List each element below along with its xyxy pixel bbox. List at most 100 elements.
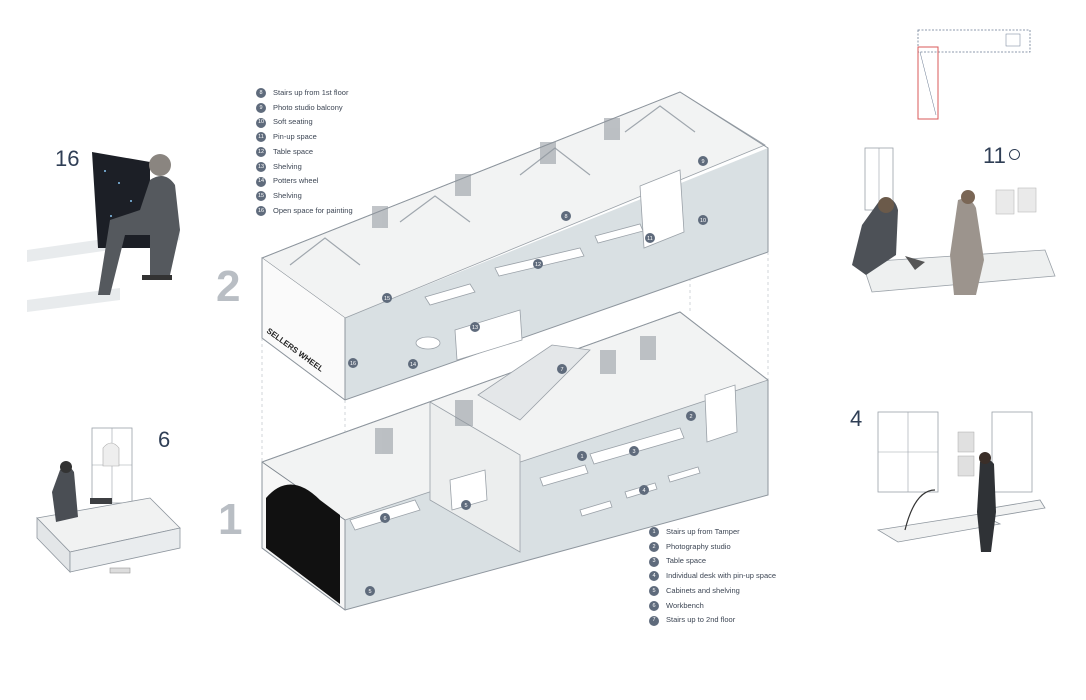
lower-windows [375,336,656,454]
legend-item: 7 Stairs up to 2nd floor [649,613,776,628]
legend-label: Pin-up space [273,132,317,142]
legend-marker: 8 [256,88,266,99]
legend-item: 16 Open space for painting [256,204,353,219]
svg-text:3: 3 [632,449,635,455]
upper-front-wall [262,258,345,400]
marker-11: 11 [645,233,655,243]
legend-label: Table space [666,556,707,566]
legend-marker: 15 [256,191,266,202]
photo-label-16: 16 [55,146,80,171]
photo-label-4: 4 [850,406,863,431]
legend-marker: 11 [256,132,266,143]
svg-text:14: 14 [410,362,416,368]
svg-text:5: 5 [464,503,467,509]
floor-label-2: 2 [216,262,241,311]
legend-label: Stairs up from Tamper [666,527,740,536]
legend-item: 11 Pin-up space [256,130,353,145]
svg-text:2: 2 [689,414,692,420]
svg-text:8: 8 [564,214,567,220]
marker-5b: 5 [365,586,375,596]
svg-text:5: 5 [368,589,371,595]
legend-label: Shelving [273,161,302,171]
svg-text:10: 10 [700,218,706,224]
svg-text:4: 4 [642,488,645,494]
marker-5: 5 [461,500,471,510]
marker-10: 10 [698,215,708,225]
key-plan [917,29,1031,120]
marker-2: 2 [686,411,696,421]
legend-label: Workbench [666,600,704,610]
legend-label: Potters wheel [273,176,319,186]
marker-9: 9 [698,156,708,166]
legend-item: 9 Photo studio balcony [256,101,353,116]
vignette-painter [27,152,180,312]
svg-text:9: 9 [701,159,704,165]
legend-item: 2 Photography studio [649,540,776,555]
legend-marker: 3 [649,556,659,567]
legend-second-floor: 8 Stairs up from 1st floor 9 Photo studio … [256,86,353,218]
legend-marker: 5 [649,586,659,597]
marker-3: 3 [629,446,639,456]
upper-floor: SELLERS WHEEL [261,91,769,401]
photo-label-6: 6 [158,427,171,452]
marker-12: 12 [533,259,543,269]
legend-item: 8 Stairs up from 1st floor [256,86,353,101]
legend-label: Cabinets and shelving [666,585,740,595]
legend-item: 6 Workbench [649,599,776,614]
legend-marker: 6 [649,600,659,611]
svg-text:11: 11 [647,236,653,242]
lower-floor [261,311,769,611]
marker-15: 15 [382,293,392,303]
lower-furniture [349,384,738,531]
marker-8: 8 [561,211,571,221]
legend-marker: 12 [256,147,266,158]
legend-item: 4 Individual desk with pin-up space [649,569,776,584]
svg-text:7: 7 [560,367,563,373]
markers: 1 2 3 4 5 6 7 5 8 9 10 11 12 13 14 15 16 [348,156,708,596]
legend-marker: 4 [649,571,659,582]
legend-marker: 10 [256,117,266,128]
legend-label: Open space for painting [273,205,353,215]
legend-item: 3 Table space [649,554,776,569]
globe-icon [1009,149,1020,160]
legend-label: Stairs up from 1st floor [273,88,349,97]
legend-marker: 2 [649,542,659,553]
vignette-desk [876,411,1046,552]
legend-marker: 13 [256,161,266,172]
photo-label-11: 11 [983,143,1006,168]
legend-marker: 14 [256,176,266,187]
legend-label: Photography studio [666,541,731,551]
marker-7: 7 [557,364,567,374]
legend-item: 13 Shelving [256,160,353,175]
marker-14: 14 [408,359,418,369]
marker-4: 4 [639,485,649,495]
svg-text:15: 15 [384,296,390,302]
stair-screen [477,344,591,421]
marker-13: 13 [470,322,480,332]
legend-label: Stairs up to 2nd floor [666,615,736,625]
legend-item: 14 Potters wheel [256,174,353,189]
legend-item: 5 Cabinets and shelving [649,584,776,599]
svg-text:13: 13 [472,325,478,331]
legend-label: Photo studio balcony [273,102,343,112]
svg-text:1: 1 [580,454,583,460]
legend-marker: 9 [256,103,266,114]
legend-label: Table space [273,146,314,156]
svg-text:16: 16 [350,361,356,367]
legend-label: Shelving [273,190,302,200]
upper-windows [372,118,620,228]
svg-text:12: 12 [535,262,541,268]
floor-label-1: 1 [218,495,243,544]
marker-1: 1 [577,451,587,461]
arched-doorway [266,484,340,604]
legend-marker: 16 [256,205,266,216]
legend-marker: 7 [649,615,659,626]
legend-label: Individual desk with pin-up space [666,571,777,581]
legend-item: 12 Table space [256,145,353,160]
svg-text:6: 6 [383,516,386,522]
legend-item: 15 Shelving [256,189,353,204]
